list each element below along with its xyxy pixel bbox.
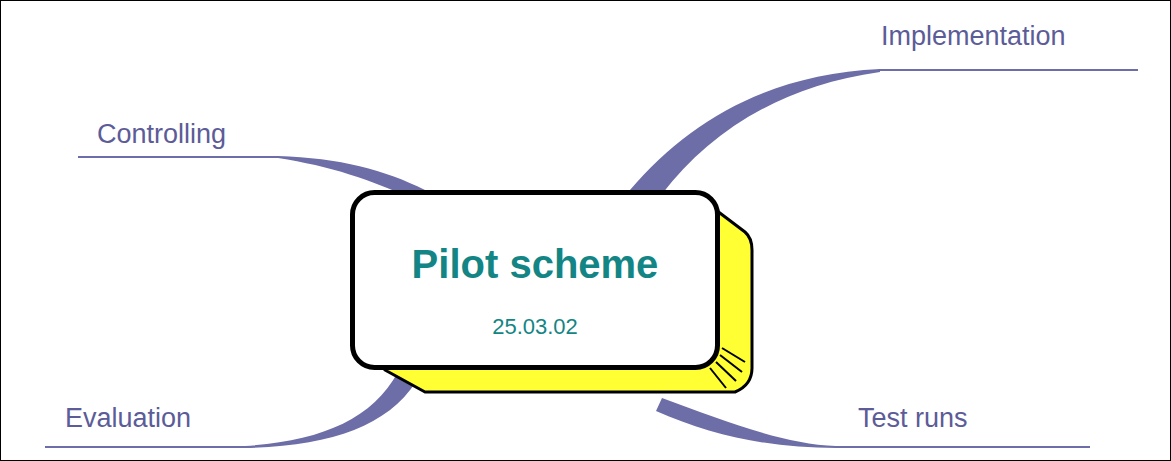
branch (245, 372, 416, 448)
branch-label: Controlling (97, 118, 226, 150)
branch-underline (45, 446, 245, 448)
branch (630, 69, 880, 194)
box-date: 25.03.02 (492, 314, 578, 340)
box-title: Pilot scheme (412, 240, 659, 288)
branch-label: Test runs (858, 402, 968, 434)
branch-underline (835, 446, 1090, 448)
branch-underline (878, 69, 1138, 71)
central-box: Pilot scheme 25.03.02 (350, 190, 720, 370)
branch (656, 398, 836, 448)
branch-label: Evaluation (65, 402, 191, 434)
branch-label: Implementation (881, 20, 1066, 52)
branch-underline (78, 156, 278, 158)
